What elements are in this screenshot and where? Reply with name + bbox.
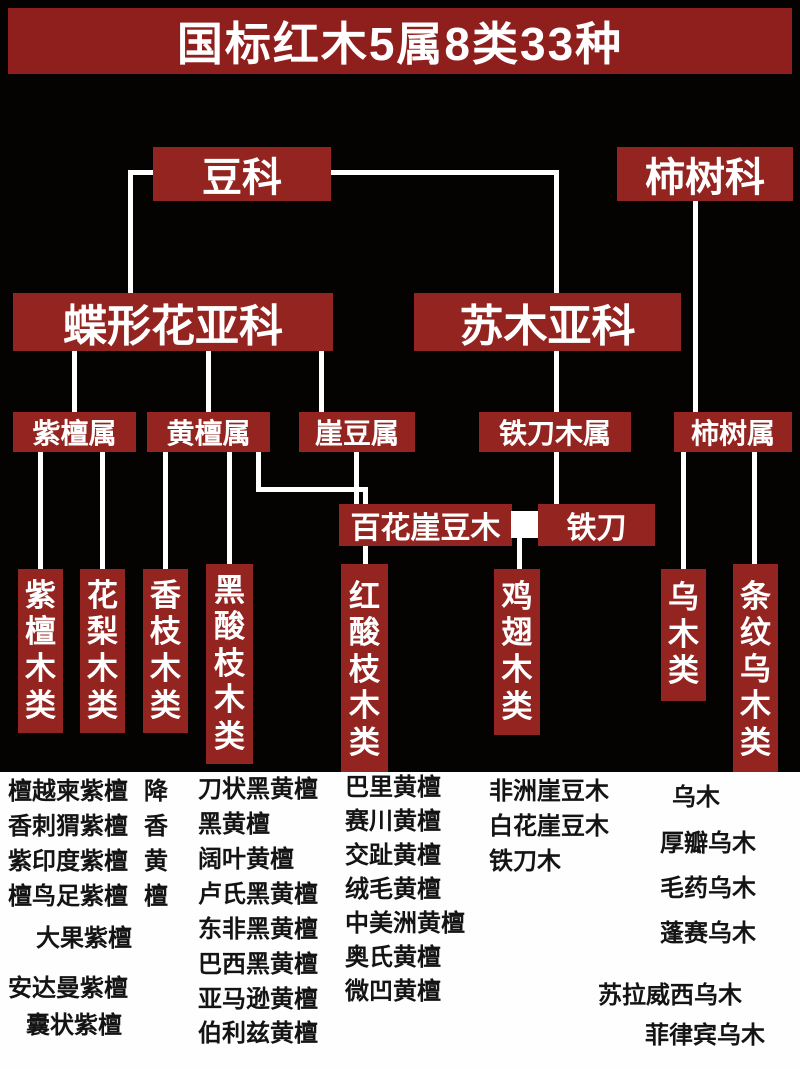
connector-dalbergia-to-heisuanzhi [227, 452, 232, 565]
species-row: 菲律宾乌木 [645, 1022, 765, 1049]
category-tiaowen-wumu-label: 条纹乌木类 [740, 578, 771, 760]
species-row: 厚瓣乌木 [660, 830, 756, 857]
species-row: 绒毛黄檀 [345, 876, 441, 903]
category-hongsuanzhi-label: 红酸枝木类 [349, 578, 380, 760]
species-name: 刺猬紫檀 [32, 813, 128, 840]
xiangzhi-char: 降 [144, 778, 168, 805]
category-zitan-box: 紫檀木类 [18, 569, 63, 733]
species-row: 东非黑黄檀 [198, 916, 318, 943]
connector-caesalpinioideae-to-senna [554, 351, 559, 413]
species-row: 亚马逊黄檀 [198, 986, 318, 1013]
species-row: 赛川黄檀 [345, 808, 441, 835]
category-tiaowen-wumu-box: 条纹乌木类 [733, 564, 778, 776]
species-row: 乌木 [672, 784, 720, 811]
connector-dalbergia-jog-h [256, 487, 368, 492]
species-row: 交趾黄檀 [345, 842, 441, 869]
category-huali-box: 花梨木类 [80, 569, 125, 733]
zitan-char: 檀 [8, 778, 32, 805]
category-wumu-label: 乌木类 [668, 580, 699, 689]
node-baihua-yadoumu: 百花崖豆木 [339, 504, 512, 546]
species-row: 檀越柬紫檀降 [8, 778, 168, 807]
species-name: 越柬紫檀 [32, 778, 128, 805]
species-row: 卢氏黑黄檀 [198, 881, 318, 908]
connector-papilionoideae-to-millettia [319, 351, 324, 413]
species-row: 紫印度紫檀黄 [8, 848, 168, 877]
connector-pterocarpus-to-huali [100, 452, 105, 570]
node-genus-pterocarpus: 紫檀属 [13, 412, 136, 452]
connector-pterocarpus-to-zitan [38, 452, 43, 570]
species-row: 白花崖豆木 [489, 813, 609, 840]
species-row: 阔叶黄檀 [198, 846, 294, 873]
connector-papilionoideae-to-dalbergia [206, 351, 211, 413]
junction-square [511, 511, 538, 538]
species-row: 微凹黄檀 [345, 978, 441, 1005]
node-genus-diospyros: 柿树属 [674, 412, 792, 452]
species-row: 香刺猬紫檀香 [8, 813, 168, 842]
connector-millettia-to-baihua [354, 452, 359, 505]
category-jichi-label: 鸡翅木类 [501, 578, 533, 724]
category-heisuanzhi-box: 黑酸枝木类 [206, 564, 253, 764]
species-row: 巴西黑黄檀 [198, 951, 318, 978]
node-subfamily-papilionoideae: 蝶形花亚科 [13, 293, 333, 351]
category-huali-label: 花梨木类 [87, 577, 118, 723]
category-xiangzhi-box: 香枝木类 [143, 569, 188, 733]
species-name: 印度紫檀 [32, 848, 128, 875]
species-row: 毛药乌木 [660, 875, 756, 902]
category-jichi-box: 鸡翅木类 [494, 569, 540, 735]
species-row: 安达曼紫檀 [8, 975, 128, 1002]
connector-persimmon-to-diospyros [693, 201, 698, 413]
node-genus-millettia: 崖豆属 [299, 412, 415, 452]
connector-diospyros-to-wumu [681, 452, 686, 570]
node-family-ebenaceae: 柿树科 [617, 147, 793, 201]
node-tiedao: 铁刀 [538, 504, 655, 546]
connector-senna-to-tiedao [554, 452, 559, 505]
category-wumu-box: 乌木类 [661, 569, 706, 701]
species-row: 囊状紫檀 [26, 1012, 122, 1039]
xiangzhi-char: 檀 [144, 883, 168, 910]
node-subfamily-caesalpinioideae: 苏木亚科 [414, 293, 681, 351]
connector-legume-left-h [128, 170, 158, 175]
species-row: 蓬赛乌木 [660, 920, 756, 947]
connector-dalbergia-jog-v [256, 452, 261, 492]
node-genus-senna: 铁刀木属 [479, 412, 631, 452]
category-hongsuanzhi-box: 红酸枝木类 [341, 564, 388, 776]
species-row: 中美洲黄檀 [345, 910, 465, 937]
xiangzhi-char: 香 [144, 813, 168, 840]
species-section: 檀越柬紫檀降 香刺猬紫檀香 紫印度紫檀黄 檀鸟足紫檀檀 大果紫檀 安达曼紫檀 囊… [0, 772, 800, 1069]
page-title: 国标红木5属8类33种 [8, 8, 792, 74]
connector-junction-to-jichi [517, 538, 522, 571]
species-row: 奥氏黄檀 [345, 944, 441, 971]
species-row: 檀鸟足紫檀檀 [8, 883, 168, 912]
connector-legume-to-papilionoideae [128, 170, 133, 295]
species-row: 铁刀木 [489, 848, 561, 875]
species-row: 黑黄檀 [198, 811, 270, 838]
xiangzhi-char: 黄 [144, 848, 168, 875]
zitan-char: 香 [8, 813, 32, 840]
species-row: 刀状黑黄檀 [198, 776, 318, 803]
connector-legume-right-h [331, 170, 559, 175]
species-row: 伯利兹黄檀 [198, 1020, 318, 1047]
connector-dalbergia-to-xiangzhi [163, 452, 168, 570]
zitan-char: 紫 [8, 848, 32, 875]
category-zitan-label: 紫檀木类 [25, 577, 56, 723]
species-name: 鸟足紫檀 [32, 883, 128, 910]
zitan-char: 檀 [8, 883, 32, 910]
category-xiangzhi-label: 香枝木类 [150, 577, 181, 723]
species-row: 非洲崖豆木 [489, 778, 609, 805]
connector-papilionoideae-to-pterocarpus [72, 351, 77, 413]
connector-legume-to-caesalpinioideae [554, 170, 559, 295]
species-row: 巴里黄檀 [345, 774, 441, 801]
category-heisuanzhi-label: 黑酸枝木类 [214, 572, 245, 754]
species-row: 大果紫檀 [36, 925, 132, 952]
connector-diospyros-to-tiaowen [752, 452, 757, 570]
species-row: 苏拉威西乌木 [598, 982, 742, 1009]
node-genus-dalbergia: 黄檀属 [147, 412, 270, 452]
node-family-fabaceae: 豆科 [153, 147, 331, 201]
